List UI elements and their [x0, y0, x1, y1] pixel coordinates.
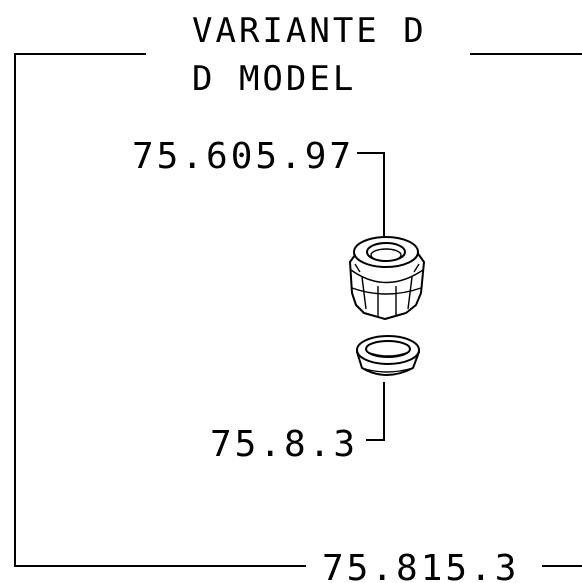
title-line-1: VARIANTE D [192, 11, 427, 51]
compression-ring [356, 335, 420, 376]
nut-leader-line [357, 152, 385, 238]
assembly-part-number: 75.815.3 [322, 548, 519, 583]
compression-nut [349, 236, 425, 320]
title-line-2: D MODEL [192, 59, 356, 99]
nut-part-number: 75.605.97 [132, 136, 354, 177]
ring-leader-line [366, 382, 385, 441]
ring-part-number: 75.8.3 [210, 424, 358, 465]
assembly-bracket [14, 53, 582, 567]
